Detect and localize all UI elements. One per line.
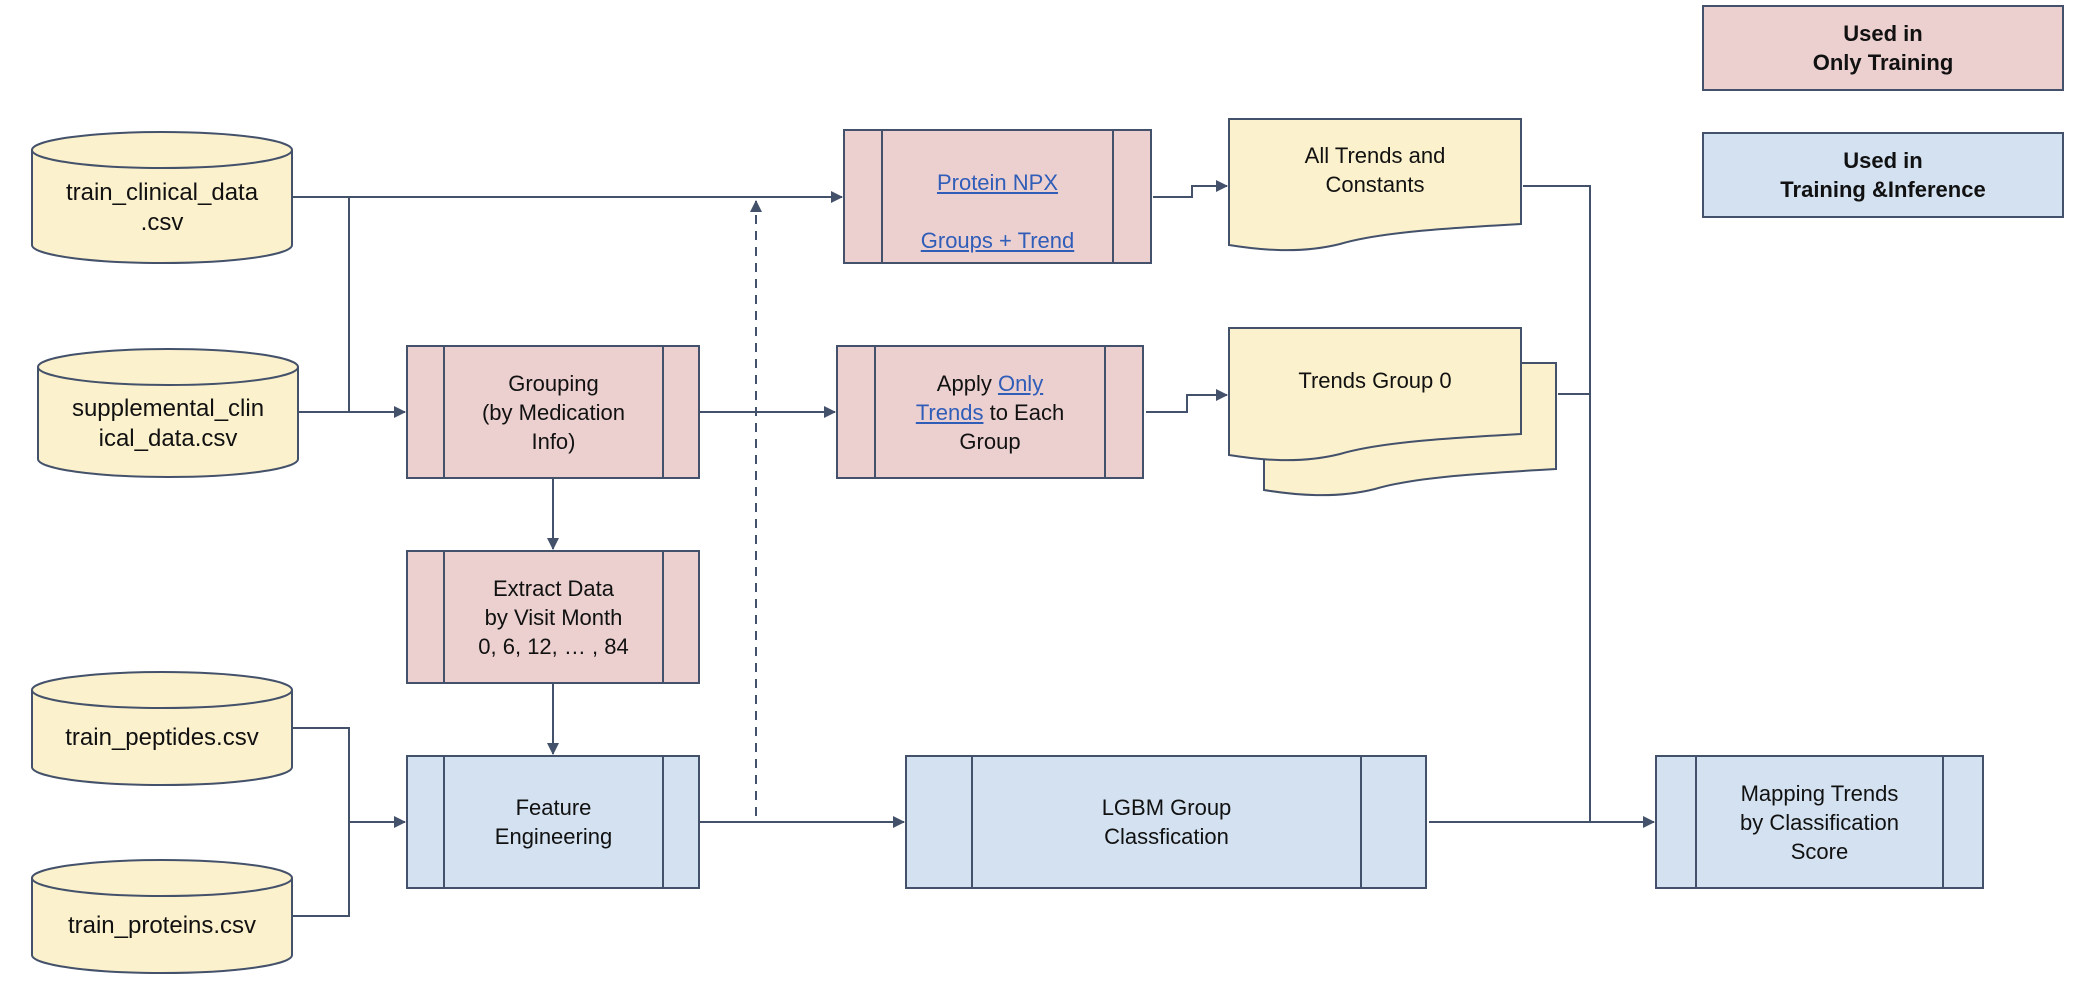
line-proteins-to-feature (292, 822, 350, 917)
process-feature-label: Feature Engineering (444, 756, 663, 888)
apply-trends-post-2: Group (959, 428, 1021, 454)
doc-trends-group-label: Trends Group 0 (1229, 360, 1521, 400)
process-grouping-label: Grouping (by Medication Info) (444, 346, 663, 478)
process-mapping-label: Mapping Trends by Classification Score (1696, 756, 1943, 888)
doc-trends-group-text: Trends Group 0 (1298, 367, 1452, 393)
process-feature-text: Feature Engineering (494, 795, 613, 849)
process-apply-trends-box (836, 345, 1144, 479)
source-proteins-text: train_proteins.csv (67, 912, 257, 939)
process-mapping-text: Mapping Trends by Classification Score (1740, 780, 1899, 864)
process-extract-label: Extract Data by Visit Month 0, 6, 12, … … (444, 551, 663, 683)
process-grouping-text: Grouping (by Medication Info) (481, 370, 626, 454)
source-supplemental-text: supplemental_clin ical_data.csv (71, 395, 265, 452)
process-mapping-box (1655, 755, 1984, 889)
db-train-clinical (31, 131, 293, 264)
process-protein-npx-box (843, 129, 1152, 264)
line-all-trends-to-mapping (1523, 185, 1591, 822)
legend-training-only-box (1702, 5, 2064, 91)
source-supplemental-label: supplemental_clin ical_data.csv (38, 384, 298, 464)
line-peptides-to-feature (292, 727, 350, 822)
process-lgbm-box (905, 755, 1427, 889)
connectors (292, 180, 1655, 917)
process-apply-trends-label: Apply Only Trends to Each Group (875, 346, 1105, 478)
process-feature-box (406, 755, 700, 889)
apply-trends-pre: Apply (936, 370, 998, 396)
process-protein-npx-label: Protein NPX Groups + Trend (882, 130, 1113, 263)
process-lgbm-label: LGBM Group Classfication (972, 756, 1361, 888)
apply-trends-link-trends[interactable]: Trends (915, 399, 984, 425)
protein-npx-link-1[interactable]: Protein NPX (936, 169, 1059, 195)
doc-all-trends-label: All Trends and Constants (1229, 130, 1521, 210)
source-peptides-text: train_peptides.csv (65, 724, 259, 751)
doc-all-trends-shape (1228, 118, 1522, 252)
db-train-peptides (31, 671, 293, 786)
legend-training-only-text: Used in Only Training (1812, 21, 1954, 75)
arrow-protein-npx-to-all-trends (1153, 180, 1228, 198)
legend-training-inference-text: Used in Training &Inference (1780, 148, 1986, 202)
process-lgbm-text: LGBM Group Classfication (1101, 795, 1232, 849)
doc-all-trends-text: All Trends and Constants (1304, 143, 1446, 197)
source-proteins-label: train_proteins.csv (32, 896, 292, 956)
process-grouping-box (406, 345, 700, 479)
protein-npx-link-2[interactable]: Groups + Trend (920, 227, 1075, 253)
source-clinical-text: train_clinical_data .csv (65, 179, 259, 236)
source-peptides-label: train_peptides.csv (32, 708, 292, 768)
process-extract-box (406, 550, 700, 684)
db-supplemental-clinical (37, 348, 299, 478)
db-train-proteins (31, 859, 293, 974)
source-clinical-label: train_clinical_data .csv (32, 168, 292, 248)
apply-trends-post-1: to Each (983, 399, 1065, 425)
legend-training-inference-box (1702, 132, 2064, 218)
legend-training-only-label: Used in Only Training (1703, 6, 2063, 90)
apply-trends-link-only[interactable]: Only (997, 370, 1044, 396)
process-extract-text: Extract Data by Visit Month 0, 6, 12, … … (478, 575, 629, 659)
arrow-apply-trends-to-trends-group (1146, 389, 1228, 413)
doc-trends-group-front-shape (1228, 327, 1522, 462)
legend-training-inference-label: Used in Training &Inference (1703, 133, 2063, 217)
